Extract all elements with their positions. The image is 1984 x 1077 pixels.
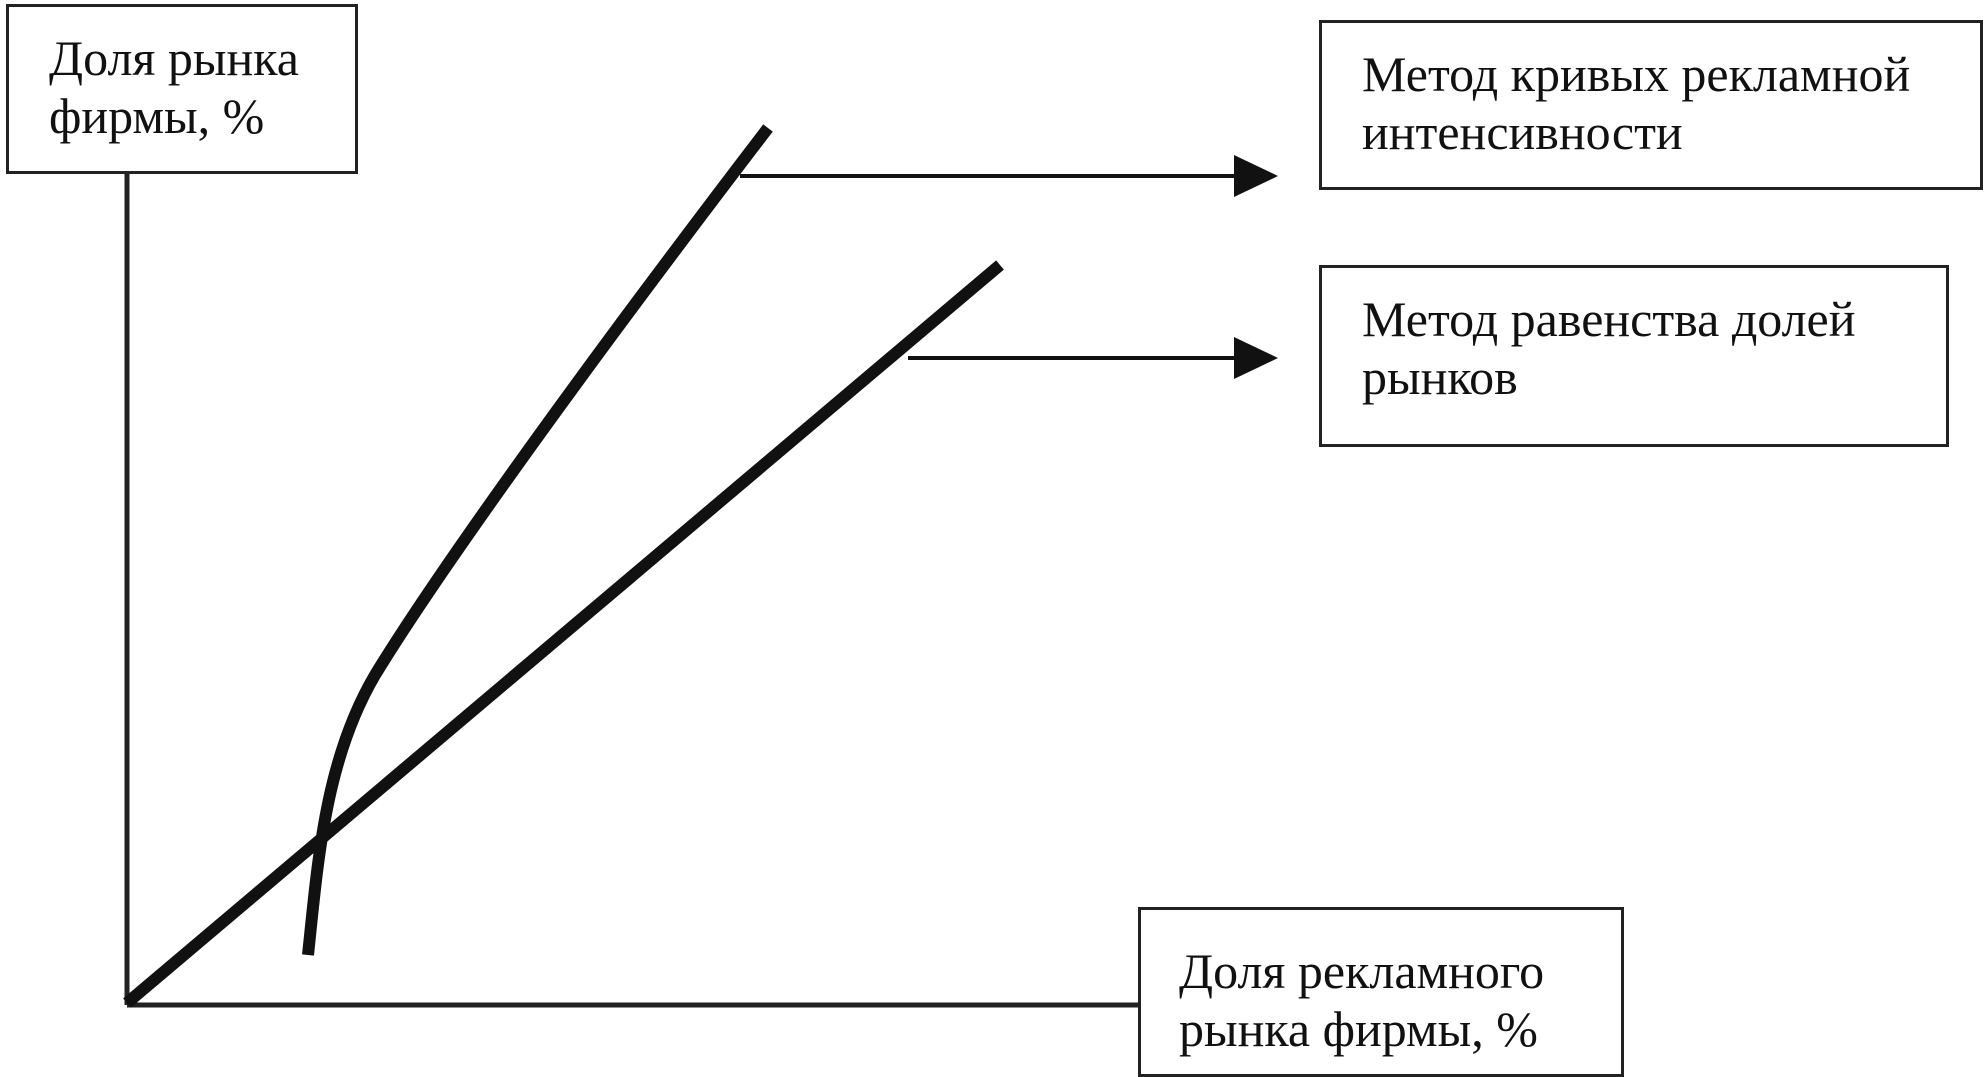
equal-method-box: Метод равенства долей рынков bbox=[1319, 265, 1949, 447]
y-axis-label-line2: фирмы, % bbox=[49, 88, 265, 144]
x-axis-label-line2: рынка фирмы, % bbox=[1179, 1001, 1538, 1057]
equal-share-line bbox=[123, 260, 1004, 1008]
arrowhead-equal-method bbox=[1234, 337, 1278, 379]
y-axis-label-line1: Доля рынка bbox=[49, 30, 299, 86]
curves-method-line2: интенсивности bbox=[1362, 104, 1683, 160]
equal-method-line2: рынков bbox=[1362, 349, 1518, 405]
curves-method-line1: Метод кривых рекламной bbox=[1362, 46, 1911, 102]
intensity-curve bbox=[302, 124, 773, 956]
curves-method-box: Метод кривых рекламной интенсивности bbox=[1319, 20, 1983, 190]
y-axis-label-box: Доля рынка фирмы, % bbox=[6, 4, 358, 174]
x-axis-label-line1: Доля рекламного bbox=[1179, 943, 1545, 999]
arrowhead-curves-method bbox=[1234, 155, 1278, 197]
x-axis-label-box: Доля рекламного рынка фирмы, % bbox=[1138, 907, 1624, 1077]
equal-method-line1: Метод равенства долей bbox=[1362, 291, 1856, 347]
